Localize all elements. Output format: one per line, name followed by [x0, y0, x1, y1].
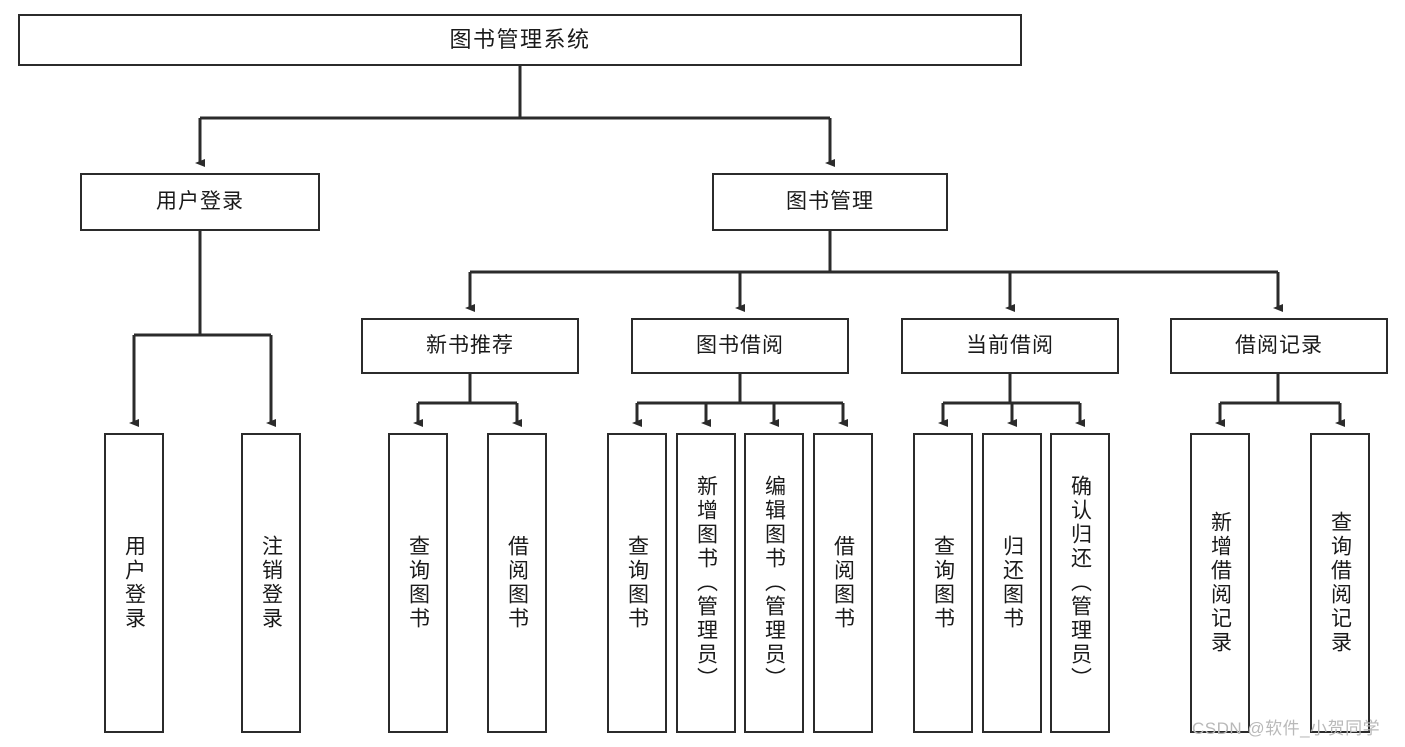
- csdn-watermark: CSDN @软件_小贺同学: [1192, 719, 1381, 738]
- node-leaf-edit-book-admin-label: 编辑图书（管理员）: [762, 475, 786, 691]
- node-leaf-return-book-label: 归还图书: [1000, 535, 1024, 631]
- node-current-borrow[interactable]: 当前借阅: [901, 318, 1119, 374]
- node-leaf-borrow-book-label: 借阅图书: [831, 535, 855, 631]
- node-leaf-borrow-book-recommend-label: 借阅图书: [505, 535, 529, 631]
- node-book-manage-label: 图书管理: [786, 189, 874, 213]
- node-root-label: 图书管理系统: [449, 27, 591, 53]
- node-book-borrow[interactable]: 图书借阅: [631, 318, 849, 374]
- node-leaf-confirm-return-admin-label: 确认归还（管理员）: [1068, 475, 1092, 691]
- node-leaf-query-book-recommend-label: 查询图书: [406, 535, 430, 631]
- node-leaf-query-book-recommend[interactable]: 查询图书: [388, 433, 448, 733]
- node-borrow-record[interactable]: 借阅记录: [1170, 318, 1388, 374]
- node-leaf-user-login-label: 用户登录: [122, 535, 146, 631]
- node-leaf-query-borrow-record[interactable]: 查询借阅记录: [1310, 433, 1370, 733]
- node-leaf-user-login[interactable]: 用户登录: [104, 433, 164, 733]
- node-book-borrow-label: 图书借阅: [696, 333, 784, 357]
- node-leaf-query-book-current[interactable]: 查询图书: [913, 433, 973, 733]
- node-book-manage[interactable]: 图书管理: [712, 173, 948, 231]
- node-leaf-query-book-borrow[interactable]: 查询图书: [607, 433, 667, 733]
- node-leaf-return-book[interactable]: 归还图书: [982, 433, 1042, 733]
- node-root-system[interactable]: 图书管理系统: [18, 14, 1022, 66]
- node-leaf-confirm-return-admin[interactable]: 确认归还（管理员）: [1050, 433, 1110, 733]
- node-leaf-add-book-admin[interactable]: 新增图书（管理员）: [676, 433, 736, 733]
- node-leaf-query-borrow-record-label: 查询借阅记录: [1328, 511, 1352, 655]
- node-new-book-recommend[interactable]: 新书推荐: [361, 318, 579, 374]
- node-leaf-add-borrow-record-label: 新增借阅记录: [1208, 511, 1232, 655]
- node-user-login[interactable]: 用户登录: [80, 173, 320, 231]
- node-leaf-user-logout-label: 注销登录: [259, 535, 283, 631]
- node-leaf-query-book-current-label: 查询图书: [931, 535, 955, 631]
- node-leaf-add-book-admin-label: 新增图书（管理员）: [694, 475, 718, 691]
- node-borrow-record-label: 借阅记录: [1235, 333, 1323, 357]
- node-leaf-add-borrow-record[interactable]: 新增借阅记录: [1190, 433, 1250, 733]
- node-new-book-recommend-label: 新书推荐: [426, 333, 514, 357]
- node-leaf-query-book-borrow-label: 查询图书: [625, 535, 649, 631]
- node-leaf-user-logout[interactable]: 注销登录: [241, 433, 301, 733]
- node-current-borrow-label: 当前借阅: [966, 333, 1054, 357]
- node-leaf-edit-book-admin[interactable]: 编辑图书（管理员）: [744, 433, 804, 733]
- node-leaf-borrow-book-recommend[interactable]: 借阅图书: [487, 433, 547, 733]
- node-leaf-borrow-book[interactable]: 借阅图书: [813, 433, 873, 733]
- node-user-login-label: 用户登录: [156, 189, 244, 213]
